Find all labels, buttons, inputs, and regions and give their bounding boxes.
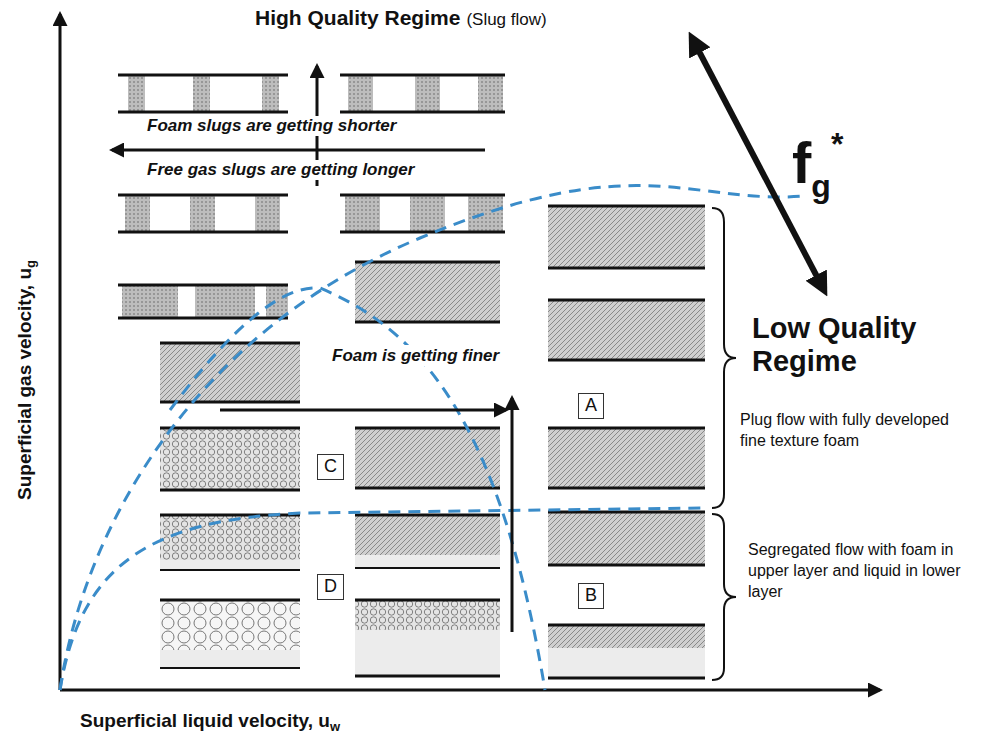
trend-note: Foam slugs are getting shorter — [145, 116, 398, 136]
title-group: High Quality Regime (Slug flow) — [255, 6, 547, 30]
subscript: g — [811, 168, 831, 204]
trend-note: Foam is getting finer — [330, 345, 504, 366]
critical-fraction: fg* — [792, 128, 843, 202]
regime-note: Segregated flow with foam in upper layer… — [748, 541, 961, 600]
superscript: * — [831, 126, 843, 162]
axis-title: Superficial liquid velocity, uw — [80, 710, 340, 734]
regime-note: Plug flow with fully developed fine text… — [740, 410, 966, 452]
regime-note: Plug flow with fully developed fine text… — [740, 411, 949, 449]
trend-note: Foam slugs are getting shorter — [145, 116, 398, 136]
case-letter: A — [585, 395, 597, 417]
regime-label: Low Quality Regime — [752, 312, 967, 379]
regime-note: Segregated flow with foam in upper layer… — [748, 540, 966, 602]
trend-note: Foam is getting finer — [330, 345, 504, 366]
trend-arrows — [112, 66, 512, 632]
trend-note: Free gas slugs are getting longer — [145, 160, 416, 180]
subscript: w — [330, 719, 340, 734]
case-letter: D — [324, 576, 337, 598]
case-label-box: C — [317, 454, 344, 480]
brackets — [712, 208, 736, 680]
subscript: g — [23, 260, 38, 268]
regime-label: Low Quality Regime — [752, 312, 916, 377]
axis-title: Superficial gas velocity, ug — [14, 260, 38, 500]
regime-double-arrow — [692, 38, 824, 290]
symbol: f — [792, 130, 811, 195]
case-letter: B — [585, 585, 597, 607]
regime-boundaries — [60, 186, 805, 690]
axis-title: Superficial liquid velocity, u — [80, 710, 330, 731]
axis-title: Superficial gas velocity, u — [14, 268, 35, 500]
trend-note: Free gas slugs are getting longer — [145, 160, 416, 180]
case-label-box: A — [578, 393, 604, 419]
case-letter: C — [324, 456, 337, 478]
case-label-box: B — [578, 583, 604, 609]
regime-subtitle: (Slug flow) — [466, 10, 546, 29]
regime-title: High Quality Regime — [255, 6, 460, 29]
case-label-box: D — [317, 574, 344, 600]
foam-pipes — [160, 206, 705, 678]
